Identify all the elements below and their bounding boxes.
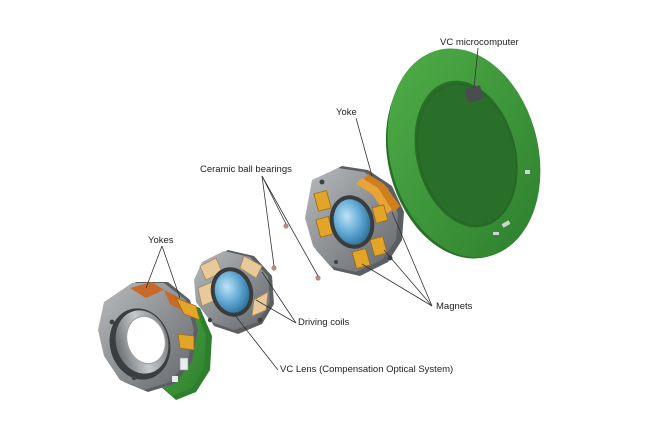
- label-yoke: Yoke: [336, 107, 357, 118]
- magnet: [369, 235, 388, 257]
- pcb-ring: [385, 48, 541, 259]
- base-unit-assembly: [98, 282, 212, 400]
- magnet: [313, 190, 332, 212]
- magnet: [371, 204, 389, 224]
- yoke-plate-assembly: [305, 166, 404, 276]
- vc-lens: [214, 271, 250, 313]
- label-magnets: Magnets: [436, 301, 473, 312]
- magnet: [351, 247, 371, 269]
- driving-coil: [251, 291, 269, 317]
- label-vc-microcomputer: VC microcomputer: [440, 37, 519, 48]
- label-ceramic-ball-bearings: Ceramic ball bearings: [200, 164, 292, 175]
- leader-lines: [145, 47, 479, 371]
- label-vc-lens: VC Lens (Compensation Optical System): [280, 364, 454, 375]
- driving-coil: [239, 255, 263, 279]
- label-yokes: Yokes: [148, 235, 174, 246]
- lens-element: [333, 199, 371, 245]
- lens-holder-assembly: [194, 250, 274, 334]
- microcomputer-chip: [464, 85, 484, 103]
- ceramic-balls: [271, 223, 321, 281]
- label-driving-coils: Driving coils: [298, 317, 350, 328]
